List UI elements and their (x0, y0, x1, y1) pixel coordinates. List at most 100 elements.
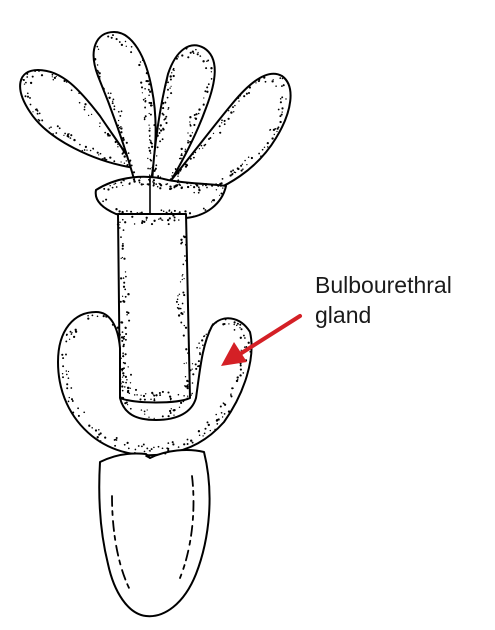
stipple-dot (204, 143, 207, 146)
stipple-dot (129, 382, 132, 384)
stipple-dot (113, 160, 116, 163)
stipple-dot (83, 411, 86, 414)
stipple-dot (114, 444, 117, 447)
lobe-far-right (167, 72, 292, 199)
stipple-dot (165, 121, 168, 125)
stipple-dot (128, 392, 131, 394)
stipple-dot (183, 362, 185, 365)
stipple-dot (239, 327, 241, 329)
stipple-dot (272, 79, 274, 81)
stipple-dot (195, 113, 198, 116)
callout-label-line2: gland (315, 302, 372, 328)
stipple-dot (36, 112, 39, 115)
stipple-dot (70, 333, 73, 335)
arrow-head (221, 342, 247, 366)
stipple-dot (177, 175, 179, 178)
stipple-dot (211, 199, 214, 201)
stipple-dot (72, 411, 75, 414)
stipple-dot (189, 124, 192, 127)
stipple-dot (121, 389, 124, 392)
stipple-dot (120, 43, 124, 47)
stipple-dot (148, 416, 150, 418)
stipple-dot (223, 413, 226, 415)
stipple-dot (269, 128, 272, 131)
stipple-dot (167, 81, 169, 84)
stipple-dot (56, 125, 59, 128)
stipple-dot (125, 160, 128, 162)
stipple-dot (125, 141, 128, 144)
stipple-dot (122, 372, 125, 375)
stipple-dot (22, 78, 25, 82)
stipple-dot (166, 213, 169, 216)
stipple-dot (67, 135, 70, 138)
stipple-dot (237, 96, 240, 99)
stipple-dot (36, 110, 39, 112)
stipple-dot (96, 64, 99, 66)
stipple-dot (65, 370, 68, 372)
stipple-dot (122, 184, 124, 187)
stipple-dot (122, 352, 124, 355)
stipple-dot (221, 416, 224, 418)
stipple-dot (129, 387, 131, 389)
stipple-dot (240, 328, 243, 331)
stipple-dot (122, 229, 125, 231)
stipple-dot (285, 98, 287, 100)
stipple-dot (183, 324, 185, 327)
stipple-dot (233, 321, 236, 324)
stipple-dot (119, 221, 121, 223)
stipple-dot (140, 409, 143, 411)
stipple-dot (169, 75, 172, 78)
stipple-dot (122, 343, 125, 346)
stipple-dot (99, 78, 101, 80)
stipple-dot (162, 127, 165, 130)
stipple-dot (139, 61, 142, 63)
stipple-dot (70, 134, 73, 137)
stipple-dot (203, 103, 205, 105)
stipple-dot (178, 406, 181, 409)
stipple-dot (140, 394, 142, 396)
stipple-dot (140, 211, 143, 214)
stipple-dot (148, 180, 151, 182)
stipple-dot (280, 113, 283, 116)
stipple-dot (197, 430, 201, 433)
stipple-dot (153, 219, 156, 222)
stipple-dot (175, 57, 178, 60)
stipple-dot (169, 78, 172, 81)
stipple-dot (50, 126, 52, 129)
stipple-dot (147, 167, 149, 170)
stipple-dot (187, 395, 189, 397)
stipple-dot (170, 187, 173, 190)
stipple-dot (165, 211, 168, 214)
stipple-dot (171, 441, 174, 444)
stipple-dot (144, 106, 147, 109)
stipple-dot (191, 132, 194, 134)
stipple-dot (155, 183, 158, 185)
stipple-dot (212, 132, 215, 135)
stipple-dot (121, 244, 124, 248)
stipple-dot (111, 102, 114, 105)
stipple-dot (202, 207, 205, 210)
stipple-dot (121, 385, 124, 388)
stipple-dot (158, 128, 161, 130)
stipple-dot (240, 169, 243, 172)
stipple-dot (187, 352, 189, 354)
stipple-dot (169, 412, 172, 414)
stipple-dot (242, 372, 245, 374)
stipple-dot (206, 186, 208, 189)
stipple-dot (122, 355, 125, 358)
stipple-dot (133, 223, 136, 225)
stipple-dot (109, 134, 111, 136)
stipple-dot (120, 321, 123, 324)
stipple-dot (124, 295, 127, 298)
stipple-dot (164, 117, 167, 120)
stipple-dot (172, 74, 175, 78)
stipple-dot (65, 334, 68, 337)
stipple-dot (181, 54, 184, 57)
stipple-dot (40, 74, 44, 77)
stipple-dot (84, 103, 87, 106)
stipple-dot (121, 295, 124, 297)
stipple-dot (149, 127, 151, 129)
stipple-dot (130, 210, 132, 213)
stipple-dot (96, 151, 99, 154)
stipple-dot (216, 423, 219, 425)
